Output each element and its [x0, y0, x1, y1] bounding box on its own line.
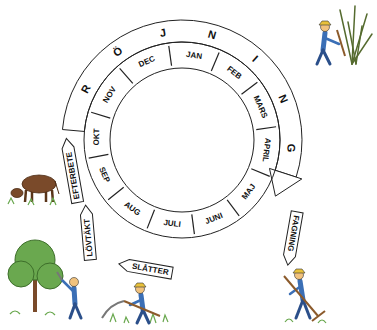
month-separator [169, 46, 172, 66]
mowing-figure [102, 301, 124, 318]
month-separator [120, 68, 133, 83]
grazing-cow [55, 181, 59, 194]
month-label: SEP [97, 166, 111, 184]
grazing-cow [22, 175, 56, 193]
month-separator [147, 210, 154, 229]
brush-clearer-figure [317, 6, 372, 64]
brush-clearer-figure [323, 33, 325, 50]
arrow-shape [281, 210, 302, 265]
band-letter: G [285, 143, 297, 152]
brush-clearer-figure [317, 50, 323, 64]
leaf-harvest-figure [70, 304, 75, 318]
month-separator [91, 112, 110, 118]
month-label: NOV [102, 85, 118, 104]
mowing-figure [134, 283, 146, 287]
band-letter: Ö [111, 45, 124, 59]
leaf-harvest-figure [8, 240, 81, 318]
month-label: DEC [138, 55, 157, 69]
month-separator [227, 200, 239, 216]
month-label: APRIL [261, 138, 272, 163]
month-label: JUNI [204, 212, 224, 226]
band-letter: N [276, 93, 289, 104]
mowing-figure [124, 301, 160, 316]
leaf-harvest-figure [37, 263, 63, 289]
grazing-cow [11, 189, 23, 198]
month-separator [192, 214, 195, 234]
activity-arrow: EFTERBETE [60, 136, 84, 203]
raking-figure [293, 269, 305, 273]
mowing-figure [102, 283, 168, 323]
leaf-harvest-figure [75, 304, 81, 318]
raking-figure [284, 276, 318, 316]
month-ring-outer [84, 42, 280, 238]
month-separator [242, 82, 258, 94]
year-ring [62, 20, 302, 238]
grazing-cow [8, 175, 59, 205]
month-separator [89, 154, 109, 158]
month-ring-inner [110, 68, 254, 212]
month-label: AUG [122, 200, 141, 217]
arrow-shape [117, 257, 172, 278]
leaf-harvest-figure [10, 311, 55, 315]
leaf-harvest-figure [70, 278, 79, 287]
month-label: JAN [185, 51, 202, 61]
month-label: OKT [93, 128, 102, 145]
brush-clearer-figure [325, 38, 339, 44]
brush-clearer-figure [319, 21, 331, 25]
leaf-harvest-figure [33, 278, 37, 312]
raking-figure [285, 319, 326, 323]
band-letter: R [79, 83, 92, 95]
band-letter: N [207, 29, 218, 42]
raking-figure [312, 311, 325, 321]
leaf-harvest-figure [57, 272, 62, 280]
brush-clearer-figure [356, 26, 362, 64]
leaf-harvest-figure [74, 288, 75, 304]
brush-clearer-figure [323, 50, 330, 64]
outer-band-arrow [62, 20, 302, 177]
activity-arrow: FAGNING [281, 210, 303, 266]
month-label: MARS [252, 94, 269, 119]
month-separator [251, 169, 269, 177]
leaf-harvest-figure [8, 261, 34, 287]
raking-figure [296, 300, 303, 318]
raking-figure [284, 269, 326, 323]
activity-arrow: SLÅTTER [117, 257, 173, 279]
activity-arrow: LÖVTÄKT [79, 204, 97, 261]
month-label: FEB [226, 65, 244, 81]
grazing-cow [8, 198, 56, 205]
arrow-shape [60, 137, 83, 203]
brush-clearer-figure [348, 22, 356, 64]
mowing-figure [137, 310, 143, 323]
month-label: MAJ [241, 183, 258, 201]
month-separator [256, 127, 276, 130]
month-separator [211, 53, 219, 71]
arrow-shape [80, 204, 97, 260]
month-separator [108, 187, 124, 200]
month-label: JULI [163, 219, 181, 229]
band-letter: I [250, 54, 260, 64]
grazing-cow [25, 190, 26, 202]
brush-clearer-figure [337, 30, 345, 56]
band-letter: J [159, 27, 167, 39]
